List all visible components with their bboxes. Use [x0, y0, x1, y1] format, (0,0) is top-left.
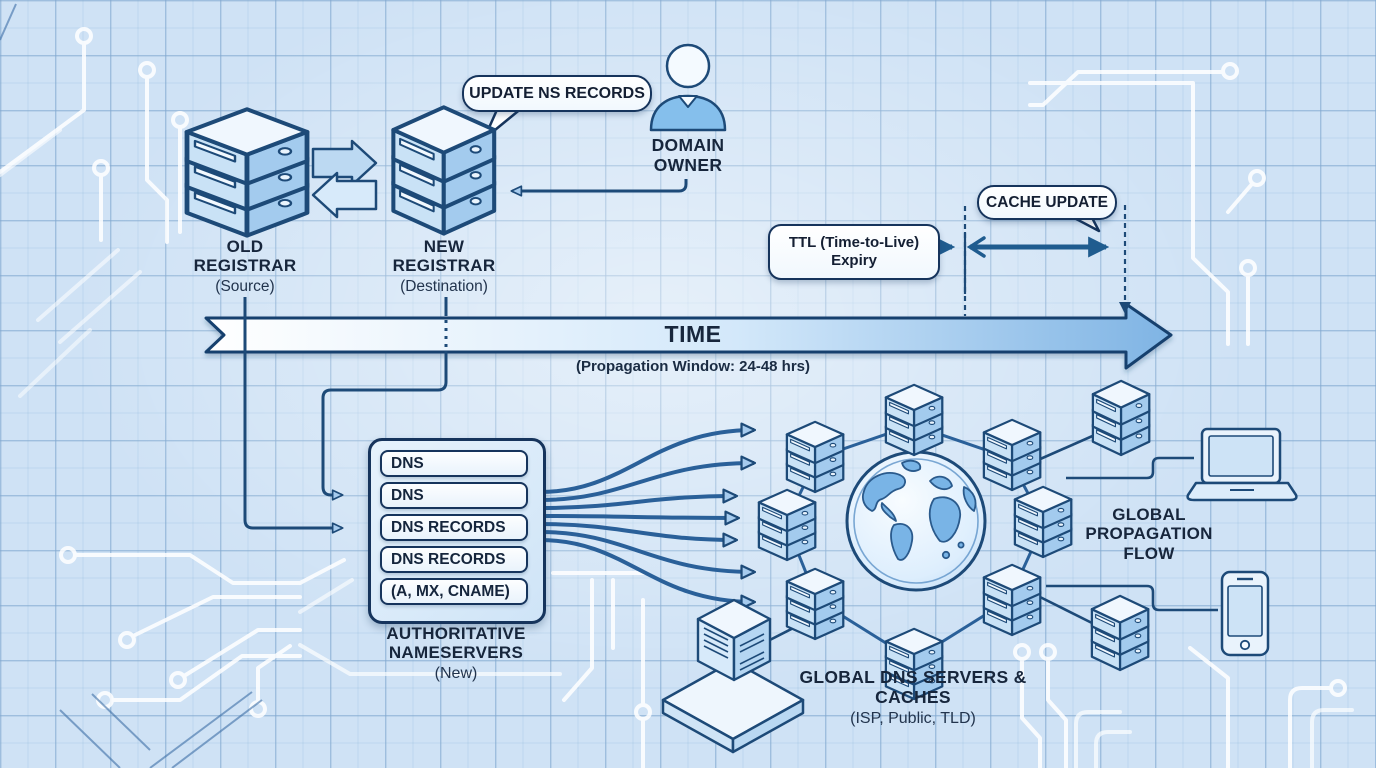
update-ns-records-bubble: UPDATE NS RECORDS: [462, 75, 652, 112]
ttl-expiry-box: TTL (Time-to-Live) Expiry: [768, 224, 940, 280]
cache-server-cube-icon: [696, 598, 772, 682]
dns-row-1: DNS: [380, 450, 528, 477]
old-registrar-label: OLD REGISTRAR (Source): [175, 237, 315, 296]
outer-server-bottom-right-icon: [1090, 594, 1150, 672]
cache-update-bubble: CACHE UPDATE: [977, 185, 1117, 220]
owner-update-arrow: [510, 179, 688, 197]
phone-icon: [1220, 570, 1270, 657]
propagation-window-text: (Propagation Window: 24-48 hrs): [575, 358, 811, 375]
laptop-icon: [1186, 427, 1298, 502]
circuit-traces-blue: [0, 3, 263, 768]
ring-server-top-icon: [884, 383, 944, 457]
propagation-fan-arrows: [539, 422, 757, 610]
ring-server-top-left-icon: [785, 420, 845, 494]
dns-row-3: DNS RECORDS: [380, 514, 528, 541]
domain-owner-label: DOMAIN OWNER: [639, 135, 737, 176]
nameservers-label: AUTHORITATIVE NAMESERVERS (New): [366, 624, 546, 684]
global-propagation-flow-label: GLOBAL PROPAGATION FLOW: [1079, 505, 1219, 563]
circuit-traces-white: [0, 27, 1354, 768]
registrar-exchange-arrows: [311, 139, 378, 219]
ring-server-bottom-right-icon: [982, 563, 1042, 637]
global-propagation-flow-title: GLOBAL PROPAGATION FLOW: [1085, 505, 1213, 563]
ring-server-bottom-left-icon: [785, 567, 845, 641]
new-registrar-title: NEW REGISTRAR: [392, 237, 496, 276]
ring-server-left-icon: [757, 488, 817, 562]
new-registrar-label: NEW REGISTRAR (Destination): [374, 237, 514, 296]
globe-icon: [845, 450, 987, 592]
propagation-window-label: (Propagation Window: 24-48 hrs): [543, 357, 843, 377]
global-dns-label: GLOBAL DNS SERVERS & CACHES (ISP, Public…: [793, 667, 1033, 729]
nameservers-title: AUTHORITATIVE NAMESERVERS: [386, 624, 526, 663]
domain-owner-title: DOMAIN OWNER: [651, 135, 725, 175]
old-registrar-subtitle: (Source): [215, 277, 275, 295]
dns-row-4: DNS RECORDS: [380, 546, 528, 573]
time-title: TIME: [664, 321, 722, 347]
dns-row-2: DNS: [380, 482, 528, 509]
old-registrar-title: OLD REGISTRAR: [193, 237, 297, 276]
registrar-feed-lines: [243, 297, 448, 534]
ttl-cache-arrows: [934, 205, 1131, 316]
outer-server-top-right-icon: [1091, 379, 1151, 457]
old-registrar-server-icon: [187, 109, 307, 235]
ring-server-top-right-icon: [982, 418, 1042, 492]
new-registrar-subtitle: (Destination): [400, 277, 488, 295]
platform-server-icon: [661, 659, 805, 754]
new-registrar-server-icon: [393, 107, 494, 233]
ring-server-right-icon: [1013, 485, 1073, 559]
domain-owner-icon: [649, 43, 727, 132]
global-dns-subtitle: (ISP, Public, TLD): [850, 709, 976, 727]
dns-row-5: (A, MX, CNAME): [380, 578, 528, 605]
time-label: TIME: [593, 321, 793, 347]
global-dns-title: GLOBAL DNS SERVERS & CACHES: [799, 667, 1027, 707]
nameservers-subtitle: (New): [434, 664, 478, 682]
